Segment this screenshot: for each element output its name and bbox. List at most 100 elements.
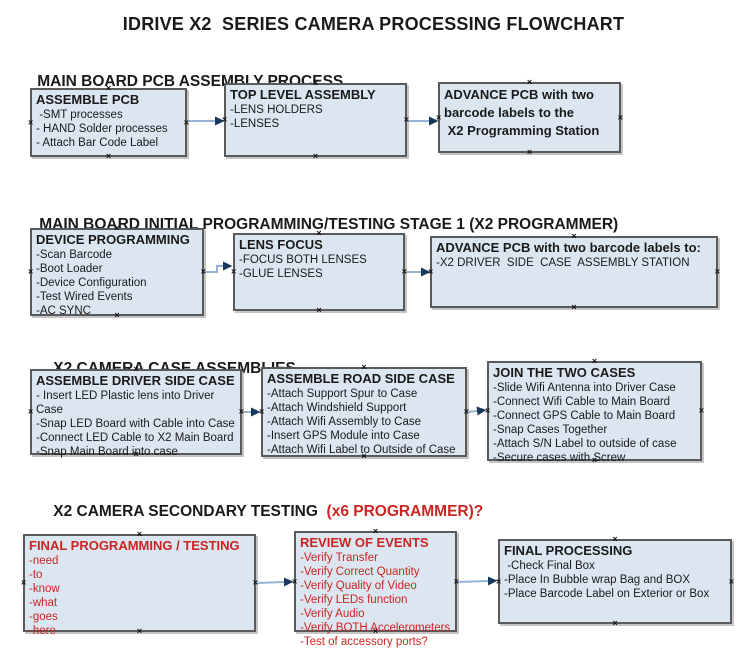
- flow-box-assemble-pcb: ASSEMBLE PCB -SMT processes - HAND Solde…: [30, 88, 187, 157]
- connection-handle-icon: [485, 407, 490, 416]
- box-item: -Connect Wifi Cable to Main Board: [493, 396, 671, 408]
- box-item: -Device Configuration: [36, 277, 147, 289]
- box-item: -Verify Audio: [300, 608, 365, 620]
- connection-handle-icon: [239, 408, 244, 417]
- box-item: -LENSES: [230, 118, 280, 130]
- box-item: -X2 DRIVER SIDE CASE ASSEMBLY STATION: [436, 257, 690, 269]
- box-title: ASSEMBLE PCB: [36, 92, 140, 107]
- connection-handle-icon: [114, 311, 119, 320]
- box-title: ADVANCE PCB with two barcode labels to t…: [444, 87, 600, 138]
- box-item: -Slide Wifi Antenna into Driver Case: [493, 382, 676, 394]
- flow-box-top-level-assembly: TOP LEVEL ASSEMBLY -LENS HOLDERS -LENSES: [224, 83, 407, 157]
- connection-handle-icon: [592, 456, 597, 465]
- box-item: -Attach S/N Label to outside of case: [493, 438, 677, 450]
- box-item: - Insert LED Plastic lens into Driver Ca…: [36, 390, 218, 416]
- connection-handle-icon: [527, 148, 532, 157]
- section-heading-secondary-testing: X2 CAMERA SECONDARY TESTING (x6 PROGRAMM…: [36, 485, 483, 539]
- connection-handle-icon: [313, 152, 318, 161]
- connection-handle-icon: [729, 577, 734, 586]
- connection-handle-icon: [106, 84, 111, 93]
- flow-box-review-of-events: REVIEW OF EVENTS -Verify Transfer -Verif…: [294, 531, 459, 648]
- box-item: -Insert GPS Module into Case: [267, 430, 420, 442]
- box-item: -Verify LEDs function: [300, 594, 408, 606]
- flow-box-advance-pcb-programming-station: ADVANCE PCB with two barcode labels to t…: [438, 82, 621, 153]
- connection-handle-icon: [373, 527, 378, 536]
- connection-handle-icon: [571, 232, 576, 241]
- box-title: FINAL PROCESSING: [504, 543, 633, 558]
- connection-handle-icon: [21, 579, 26, 588]
- connector-arrow: [467, 406, 487, 416]
- section-heading-text: X2 CAMERA SECONDARY TESTING: [53, 503, 318, 520]
- box-item: -Verify Quality of Video: [300, 580, 417, 592]
- flow-box-join-the-two-cases: JOIN THE TWO CASES -Slide Wifi Antenna i…: [485, 361, 702, 464]
- box-title: REVIEW OF EVENTS: [300, 535, 429, 550]
- box-item: -to: [29, 569, 43, 581]
- box-item: -Connect LED Cable to X2 Main Board: [36, 432, 234, 444]
- box-item: -Attach Windshield Support: [267, 402, 407, 414]
- box-item: -Boot Loader: [36, 263, 103, 275]
- connection-handle-icon: [184, 118, 189, 127]
- connection-handle-icon: [464, 408, 469, 417]
- connection-handle-icon: [404, 116, 409, 125]
- box-title: ASSEMBLE ROAD SIDE CASE: [267, 371, 455, 386]
- connection-handle-icon: [571, 303, 576, 312]
- connection-handle-icon: [592, 357, 597, 366]
- flow-box-assemble-road-side-case: ASSEMBLE ROAD SIDE CASE -Attach Support …: [261, 367, 467, 457]
- connection-handle-icon: [137, 530, 142, 539]
- flow-box-device-programming: DEVICE PROGRAMMING -Scan Barcode -Boot L…: [28, 228, 206, 317]
- box-item: -Attach Support Spur to Case: [267, 388, 418, 400]
- connection-handle-icon: [454, 577, 459, 586]
- connection-handle-icon: [28, 118, 33, 127]
- box-title: ASSEMBLE DRIVER SIDE CASE: [36, 373, 235, 388]
- connection-handle-icon: [428, 268, 433, 277]
- box-item: -Secure cases with Screw: [493, 452, 626, 464]
- box-item: -Verify Correct Quantity: [300, 566, 420, 578]
- connection-handle-icon: [231, 268, 236, 277]
- connection-handle-icon: [137, 627, 142, 636]
- connection-handle-icon: [373, 627, 378, 636]
- connection-handle-icon: [361, 363, 366, 372]
- box-item: -Connect GPS Cable to Main Board: [493, 410, 676, 422]
- box-item: -GLUE LENSES: [239, 268, 323, 280]
- connection-handle-icon: [133, 450, 138, 459]
- box-item: -Scan Barcode: [36, 249, 113, 261]
- connection-handle-icon: [361, 452, 366, 461]
- box-title: ADVANCE PCB with two barcode labels to:: [436, 240, 701, 255]
- connection-handle-icon: [612, 535, 617, 544]
- connection-handle-icon: [106, 152, 111, 161]
- connection-handle-icon: [133, 365, 138, 374]
- connection-handle-icon: [201, 268, 206, 277]
- box-item: -Attach Wifi Label to Outside of Case: [267, 444, 456, 456]
- connection-handle-icon: [436, 113, 441, 122]
- connection-handle-icon: [612, 619, 617, 628]
- connection-handle-icon: [496, 577, 501, 586]
- box-item: -Verify Transfer: [300, 552, 378, 564]
- box-item: -Place In Bubble wrap Bag and BOX: [504, 574, 691, 586]
- connection-handle-icon: [527, 78, 532, 87]
- connection-handle-icon: [28, 268, 33, 277]
- connector-arrow: [457, 576, 498, 586]
- page-title: IDRIVE X2 SERIES CAMERA PROCESSING FLOWC…: [122, 14, 625, 34]
- box-item: -what: [29, 597, 58, 609]
- connection-handle-icon: [114, 224, 119, 233]
- flow-box-assemble-driver-side-case: ASSEMBLE DRIVER SIDE CASE - Insert LED P…: [28, 369, 244, 458]
- connection-handle-icon: [316, 306, 321, 315]
- connection-handle-icon: [316, 229, 321, 238]
- box-title: LENS FOCUS: [239, 237, 323, 252]
- box-title: FINAL PROGRAMMING / TESTING: [29, 538, 240, 553]
- box-item: -Snap LED Board with Cable into Case: [36, 418, 235, 430]
- flow-box-final-programming-testing: FINAL PROGRAMMING / TESTING -need -to -k…: [21, 534, 256, 637]
- flow-box-final-processing: FINAL PROCESSING -Check Final Box -Place…: [498, 539, 732, 624]
- box-item: -Attach Wifi Assembly to Case: [267, 416, 422, 428]
- section-heading-red-text: (x6 PROGRAMMER)?: [317, 503, 484, 520]
- box-title: DEVICE PROGRAMMING: [36, 232, 190, 247]
- connection-handle-icon: [259, 408, 264, 417]
- box-item: -LENS HOLDERS: [230, 104, 323, 116]
- box-item: -SMT processes: [36, 109, 123, 121]
- connection-handle-icon: [28, 408, 33, 417]
- flow-box-lens-focus: LENS FOCUS -FOCUS BOTH LENSES -GLUE LENS…: [233, 233, 405, 311]
- box-title: JOIN THE TWO CASES: [493, 365, 636, 380]
- connection-handle-icon: [402, 268, 407, 277]
- connection-handle-icon: [715, 268, 720, 277]
